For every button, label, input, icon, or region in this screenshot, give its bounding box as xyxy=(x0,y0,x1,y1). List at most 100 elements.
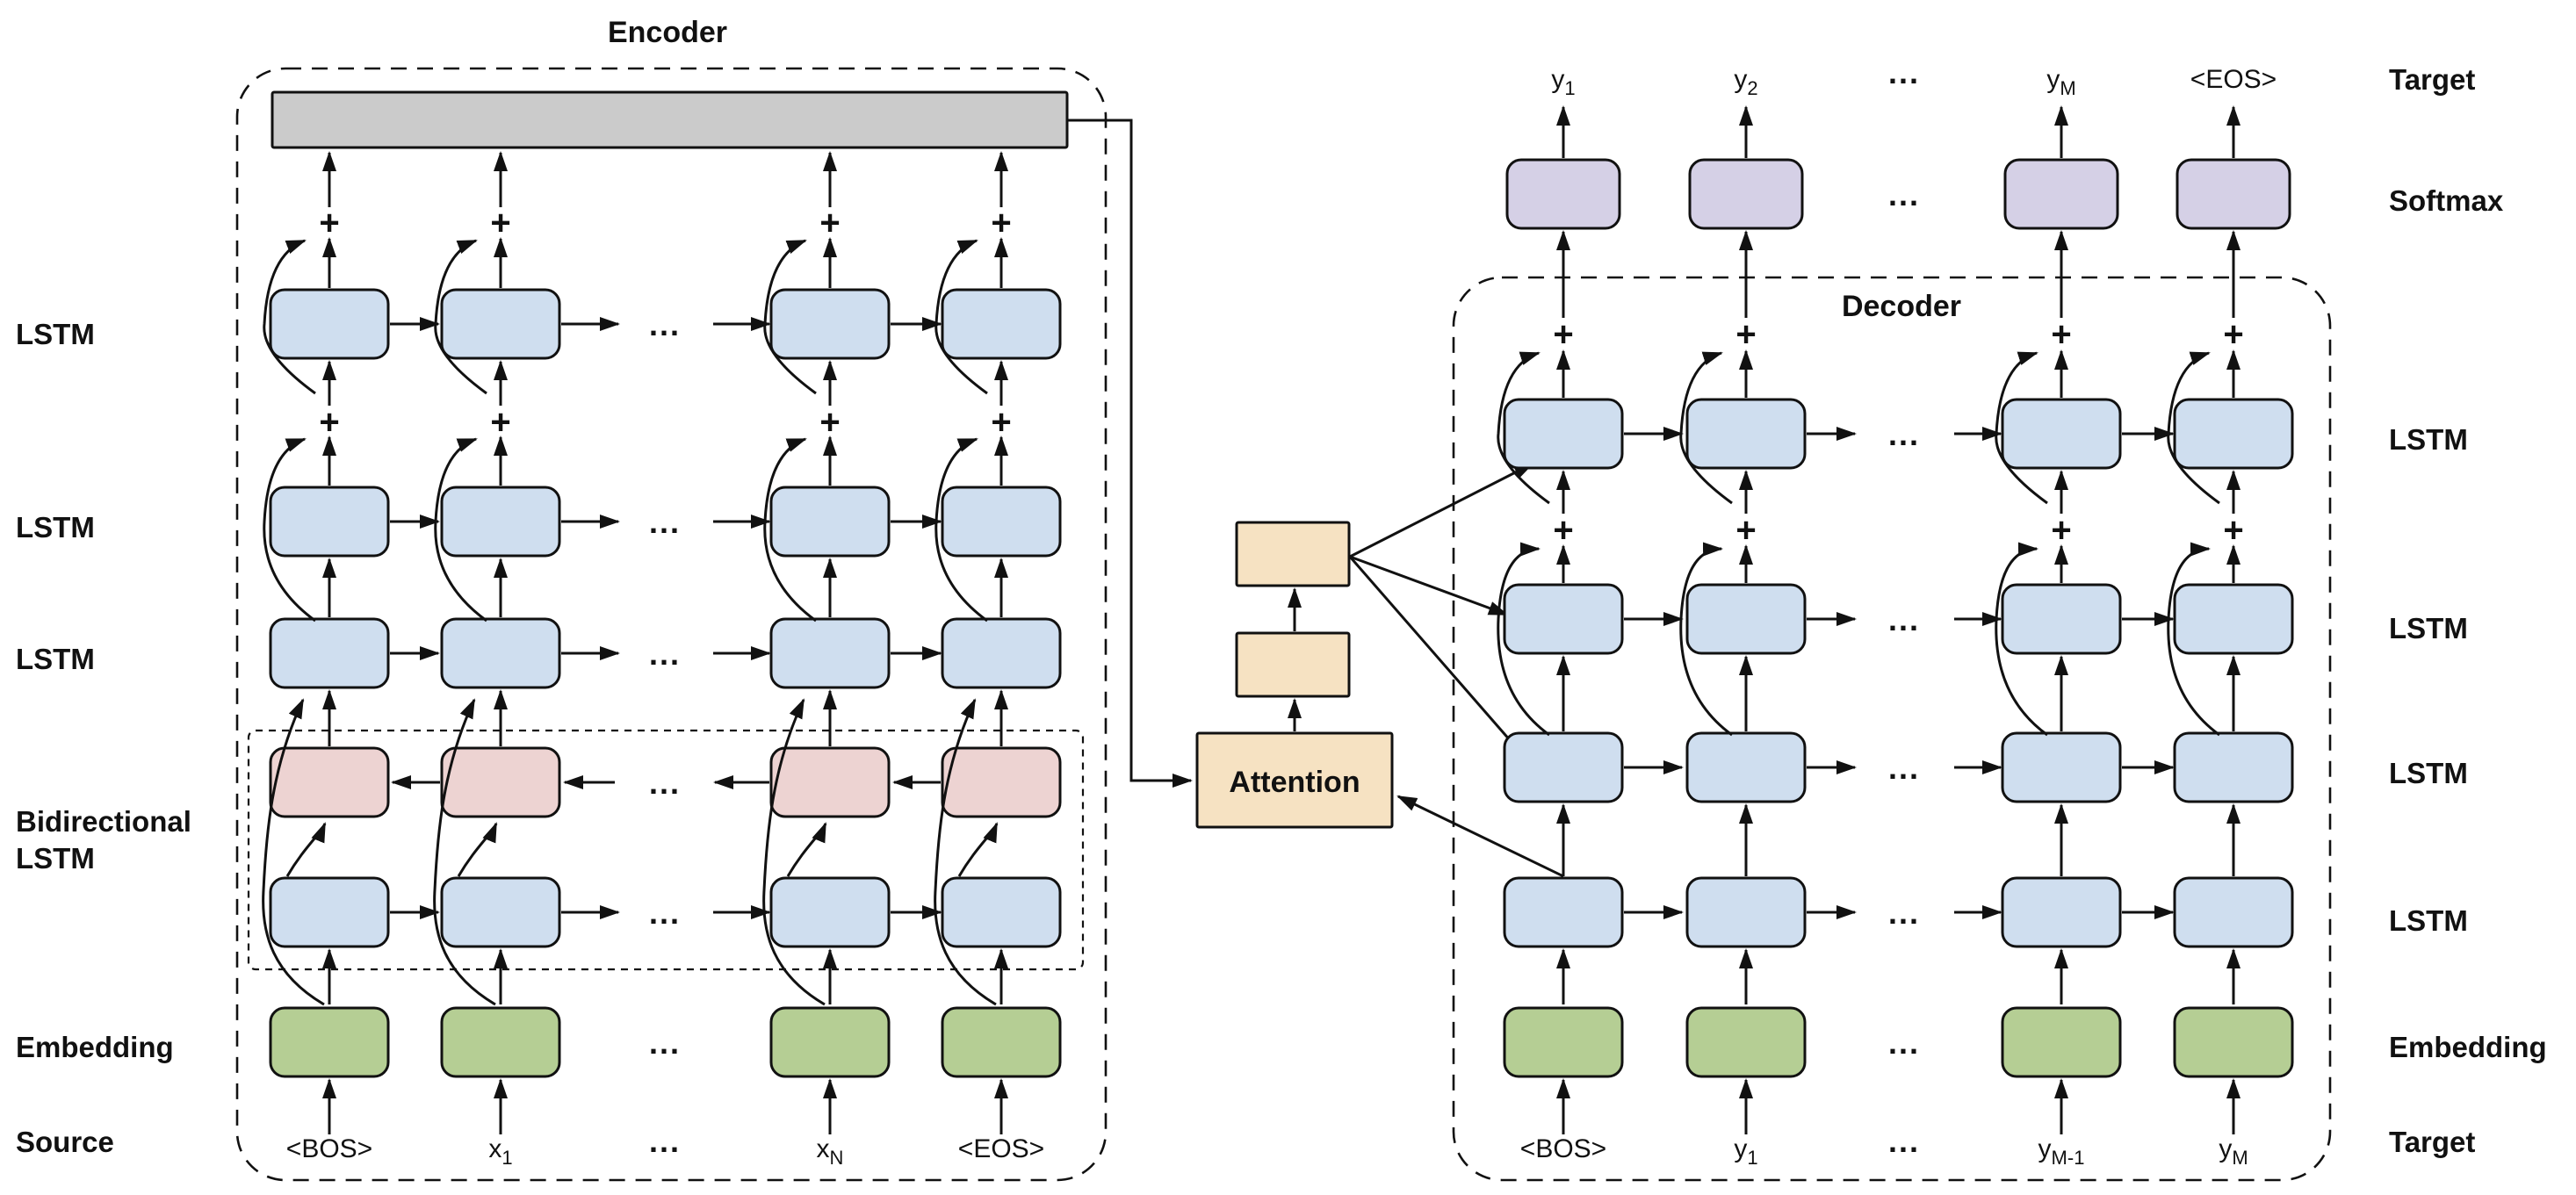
encoder-title: Encoder xyxy=(608,16,727,49)
bidirectional-state-curve xyxy=(934,698,997,1006)
encoder-embedding-cell xyxy=(769,1006,891,1078)
ellipsis: ... xyxy=(1888,1025,1920,1061)
encoder-forward-lstm-cell xyxy=(269,876,390,948)
residual-plus: + xyxy=(1553,315,1573,354)
decoder-lstm3-cell xyxy=(2001,731,2122,803)
encoder-forward-lstm-cell xyxy=(769,876,891,948)
encoder-lstm2-cell xyxy=(269,486,390,558)
decoder-label-target-top: Target xyxy=(2389,63,2475,96)
encoder-lstm1-cell xyxy=(769,288,891,360)
ellipsis: ... xyxy=(1888,750,1920,786)
cell-state-curve xyxy=(263,437,316,623)
decoder-softmax-cell xyxy=(1505,158,1621,230)
decoder-lstm2-cell xyxy=(1503,583,1624,655)
decoder-output-ym: yM xyxy=(2046,65,2075,99)
residual-plus: + xyxy=(2223,511,2243,550)
cell-state-curve xyxy=(263,239,316,395)
decoder-embedding-cell xyxy=(1503,1006,1624,1078)
encoder-row-label-source: Source xyxy=(16,1126,114,1158)
encoder-row-label-lstm1: LSTM xyxy=(16,318,95,350)
attention-context-box-top xyxy=(1235,521,1351,587)
bidirectional-cross-curve xyxy=(457,822,498,877)
encoder-row-label-bidirectional-1: Bidirectional xyxy=(16,805,191,838)
residual-plus: + xyxy=(1735,315,1756,354)
decoder-lstm2-cell xyxy=(2173,583,2294,655)
decoder-row-label-lstm3: LSTM xyxy=(2389,757,2468,789)
decoder-input-ellipsis: ... xyxy=(1888,1123,1920,1159)
decoder-embedding-cell xyxy=(1685,1006,1807,1078)
encoder-embedding-cell xyxy=(269,1006,390,1078)
decoder-row-label-lstm1: LSTM xyxy=(2389,423,2468,456)
encoder-lstm1-cell xyxy=(440,288,561,360)
decoder-to-attention-arrow xyxy=(1396,795,1564,878)
residual-plus: + xyxy=(490,403,510,442)
ellipsis: ... xyxy=(649,636,681,672)
encoder-input-ellipsis: ... xyxy=(649,1123,681,1159)
decoder-row-label-lstm2: LSTM xyxy=(2389,612,2468,644)
ellipsis: ... xyxy=(1888,416,1920,452)
decoder-lstm1-cell xyxy=(1685,398,1807,470)
bidirectional-state-curve xyxy=(762,698,826,1006)
decoder-lstm3-cell xyxy=(1503,731,1624,803)
encoder-lstm1-cell xyxy=(941,288,1062,360)
decoder-embedding-cell xyxy=(2001,1006,2122,1078)
encoder-row-label-bidirectional-2: LSTM xyxy=(16,842,95,875)
ellipsis: ... xyxy=(1888,895,1920,931)
ellipsis: ... xyxy=(1888,176,1920,212)
encoder-input-eos: <EOS> xyxy=(958,1134,1044,1163)
decoder-output-y1: y1 xyxy=(1551,65,1575,99)
decoder-output-ellipsis: ... xyxy=(1888,54,1920,90)
decoder-input-bos: <BOS> xyxy=(1520,1134,1606,1163)
encoder-lstm2-cell xyxy=(941,486,1062,558)
residual-plus: + xyxy=(2223,315,2243,354)
ellipsis: ... xyxy=(649,895,681,931)
decoder-label-softmax: Softmax xyxy=(2389,184,2504,217)
encoder-backward-lstm-cell xyxy=(769,746,891,818)
encoder-embedding-cell xyxy=(941,1006,1062,1078)
bidirectional-boundary xyxy=(247,729,1085,971)
residual-plus: + xyxy=(819,403,840,442)
decoder-output-eos: <EOS> xyxy=(2190,65,2277,94)
attention-context-box-mid xyxy=(1235,631,1351,698)
encoder-lstm3-cell xyxy=(769,617,891,689)
encoder-lstm2-cell xyxy=(769,486,891,558)
decoder-row-label-embedding: Embedding xyxy=(2389,1031,2547,1063)
decoder-lstm4-cell xyxy=(2001,876,2122,948)
decoder-lstm4-cell xyxy=(2173,876,2294,948)
encoder-forward-lstm-cell xyxy=(440,876,561,948)
decoder-title: Decoder xyxy=(1842,290,1961,323)
decoder-input-ym: yM xyxy=(2219,1134,2248,1169)
residual-plus: + xyxy=(991,403,1011,442)
cell-state-curve xyxy=(1497,351,1550,505)
decoder-softmax-cell xyxy=(2003,158,2119,230)
encoder-input-bos: <BOS> xyxy=(286,1134,372,1163)
residual-plus: + xyxy=(1553,511,1573,550)
decoder-softmax-cell xyxy=(1688,158,1804,230)
encoder-row-label-lstm3: LSTM xyxy=(16,643,95,675)
decoder-output-y2: y2 xyxy=(1734,65,1757,99)
encoder-backward-lstm-cell xyxy=(440,746,561,818)
ellipsis: ... xyxy=(649,504,681,540)
decoder-softmax-cell xyxy=(2176,158,2291,230)
encoder-lstm2-cell xyxy=(440,486,561,558)
encoder-backward-lstm-cell xyxy=(941,746,1062,818)
encoder-row-label-lstm2: LSTM xyxy=(16,511,95,544)
encoder-boundary xyxy=(235,67,1108,1182)
encoder-input-x1: x1 xyxy=(488,1134,512,1169)
encoder-lstm3-cell xyxy=(440,617,561,689)
attention-label: Attention xyxy=(1229,766,1360,799)
decoder-lstm3-cell xyxy=(1685,731,1807,803)
encoder-to-attention-connector xyxy=(1067,119,1193,788)
decoder-lstm2-cell xyxy=(2001,583,2122,655)
bidirectional-state-curve xyxy=(262,698,325,1006)
bidirectional-cross-curve xyxy=(786,822,827,877)
residual-plus: + xyxy=(319,204,339,242)
decoder-input-y1: y1 xyxy=(1734,1134,1757,1169)
cell-state-curve xyxy=(1497,542,1550,737)
encoder-lstm3-cell xyxy=(941,617,1062,689)
encoder-row-label-embedding: Embedding xyxy=(16,1031,174,1063)
decoder-lstm4-cell xyxy=(1685,876,1807,948)
attention-box xyxy=(1195,731,1394,829)
attention-fan-arrow-1 xyxy=(1349,462,1534,558)
